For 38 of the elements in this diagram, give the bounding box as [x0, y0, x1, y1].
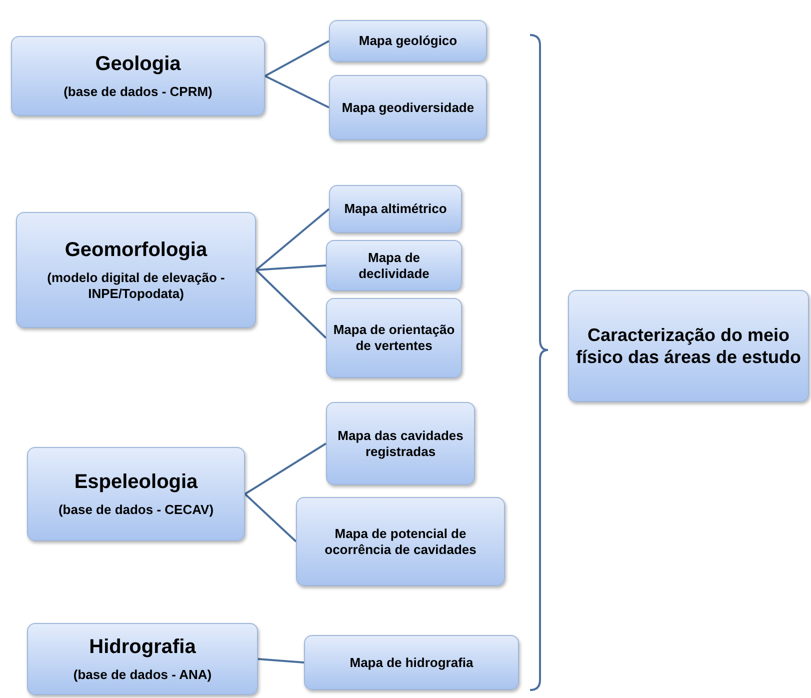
node-title: Geomorfologia	[64, 238, 208, 262]
node-title: Mapa de hidrografia	[350, 654, 474, 670]
connector-line	[255, 269, 327, 339]
process-box	[27, 623, 258, 695]
node-title: Mapa altimétrico	[344, 201, 447, 217]
connector-line	[258, 658, 304, 664]
connector-line	[244, 442, 327, 495]
node-subtitle: (base de dados - CECAV)	[58, 502, 214, 518]
process-box	[329, 20, 487, 62]
process-box	[27, 447, 245, 541]
node-title: Mapa das cavidades registradas	[336, 428, 464, 460]
connector-line	[264, 40, 330, 77]
node-title: Mapa de declividade	[358, 250, 430, 282]
node-title: Mapa de orientação de vertentes	[332, 322, 456, 354]
process-box	[326, 240, 462, 291]
node-title: Geologia	[95, 52, 181, 76]
node-subtitle: (modelo digital de elevação - INPE/Topodata)	[46, 270, 226, 302]
process-box	[329, 75, 487, 140]
connector-line	[255, 208, 330, 271]
process-box	[11, 36, 265, 116]
node-subtitle: (base de dados - ANA)	[73, 667, 212, 683]
node-subtitle: (base de dados - CPRM)	[64, 84, 212, 100]
process-box	[304, 635, 519, 690]
node-title: Hidrografia	[89, 635, 196, 660]
process-box	[296, 497, 505, 586]
node-title: Mapa de potencial de ocorrência de cavidades	[324, 526, 478, 558]
process-box	[329, 185, 462, 233]
connector-line	[256, 264, 326, 271]
connector-line	[264, 75, 330, 108]
process-box	[16, 212, 256, 328]
node-title: Caracterização do meio físico das áreas de estudo	[574, 324, 802, 368]
node-title: Mapa geodiversidade	[342, 100, 474, 116]
process-box	[326, 298, 462, 378]
process-box	[326, 402, 475, 485]
process-box	[568, 290, 809, 402]
node-title: Espeleologia	[74, 470, 198, 494]
node-title: Mapa geológico	[358, 33, 458, 49]
connector-line	[244, 493, 297, 542]
